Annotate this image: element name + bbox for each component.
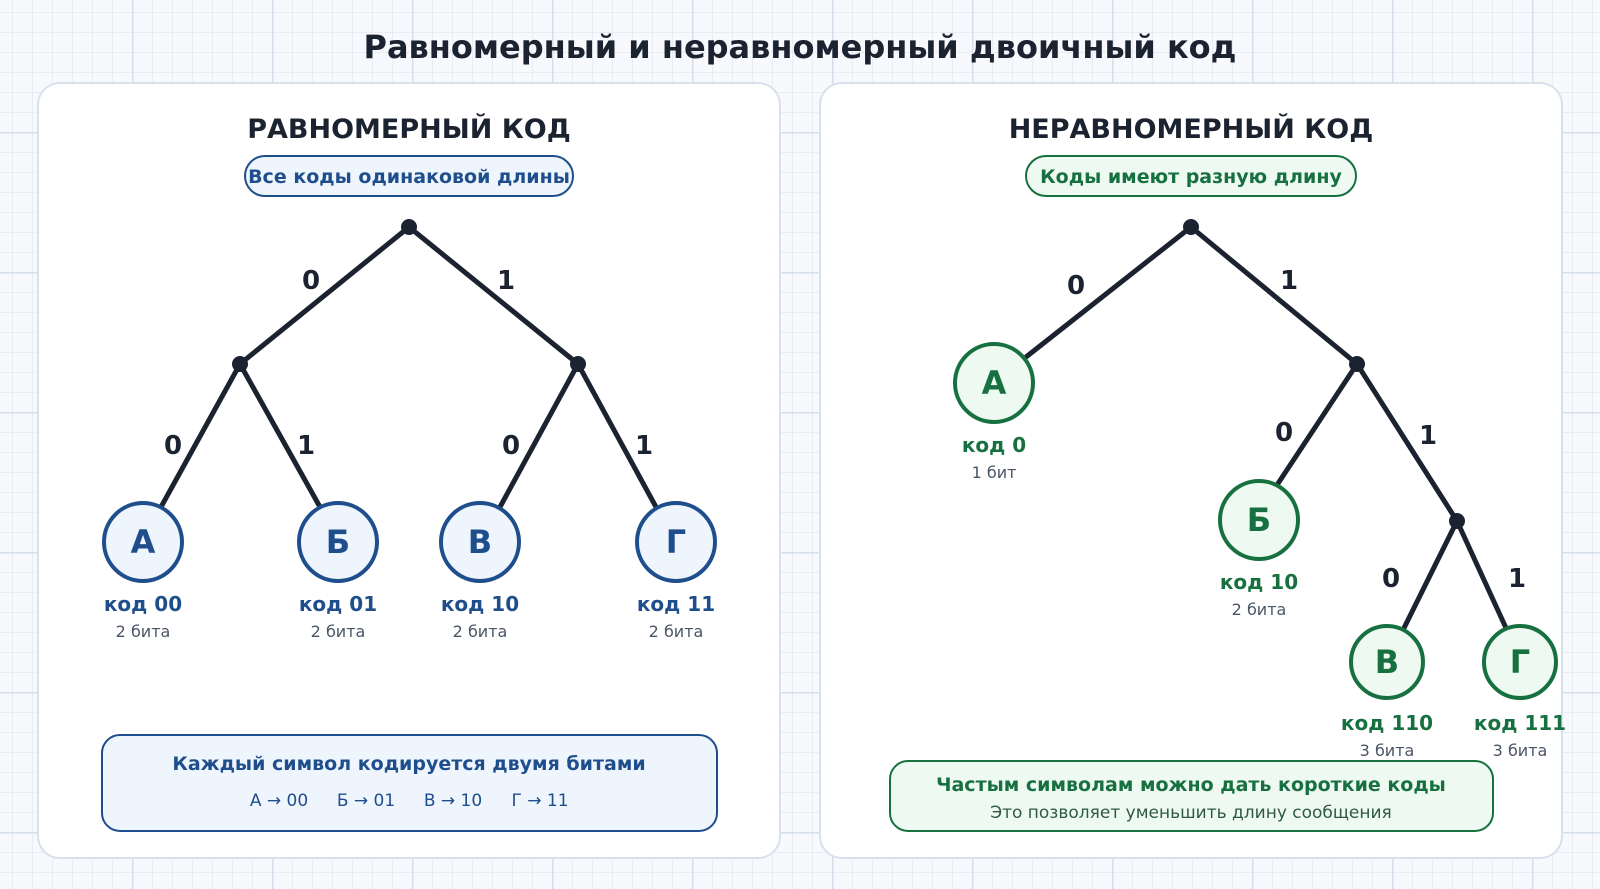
nonuniform-leaf-a-code: код 0 xyxy=(962,433,1026,457)
uniform-leaf-b-bits: 2 бита xyxy=(311,622,366,641)
nonuniform-leaf-g-bits: 3 бита xyxy=(1493,741,1548,760)
uniform-leaf-a-circle xyxy=(102,501,184,583)
uniform-leaf-v: В код 10 2 бита xyxy=(439,501,521,641)
uniform-edge-label-5: 1 xyxy=(635,431,653,461)
nonuniform-edge-g xyxy=(1454,518,1509,631)
nonuniform-leaf-a-bits: 1 бит xyxy=(972,463,1017,482)
nonuniform-leaf-b-bits: 2 бита xyxy=(1232,600,1287,619)
uniform-edge-r-g xyxy=(575,361,659,510)
uniform-leaf-g-code: код 11 xyxy=(637,592,715,616)
uniform-edge-l-b xyxy=(237,361,323,510)
nonuniform-edge-root-right xyxy=(1188,224,1360,367)
nonuniform-leaf-v-letter: В xyxy=(1375,643,1399,681)
nonuniform-leaf-v-code: код 110 xyxy=(1341,711,1433,735)
uniform-edge-root-left xyxy=(237,224,412,367)
uniform-leaf-a-bits: 2 бита xyxy=(116,622,171,641)
uniform-note: Каждый символ кодируется двумя битами А … xyxy=(101,734,718,832)
uniform-leaf-v-code: код 10 xyxy=(441,592,519,616)
uniform-tree: 0 1 0 1 0 1 А код 00 2 бита Б код 01 2 б… xyxy=(102,219,717,641)
uniform-panel: РАВНОМЕРНЫЙ КОД Все коды одинаковой длин… xyxy=(37,82,781,859)
uniform-note-title: Каждый символ кодируется двумя битами xyxy=(172,753,645,775)
uniform-edge-l-a xyxy=(158,361,243,510)
uniform-leaf-a-code: код 00 xyxy=(104,592,182,616)
uniform-mapping-b: Б → 01 xyxy=(337,791,395,811)
nonuniform-leaf-a-letter: А xyxy=(982,364,1007,402)
nonuniform-leaf-b-circle xyxy=(1218,479,1300,561)
nonuniform-pill-text: Коды имеют разную длину xyxy=(1040,166,1342,188)
uniform-mapping-v: В → 10 xyxy=(424,791,482,811)
nonuniform-note-title: Частым символам можно дать короткие коды xyxy=(936,774,1446,796)
nonuniform-leaf-v-bits: 3 бита xyxy=(1360,741,1415,760)
uniform-leaf-b-circle xyxy=(297,501,379,583)
uniform-pill-text: Все коды одинаковой длины xyxy=(248,166,570,188)
uniform-panel-card xyxy=(37,82,781,859)
nonuniform-edge-to-inner xyxy=(1354,361,1460,524)
uniform-edge-label-2: 0 xyxy=(164,431,182,461)
nonuniform-leaf-a: А код 0 1 бит xyxy=(953,342,1035,482)
uniform-leaf-b-code: код 01 xyxy=(299,592,377,616)
uniform-leaf-g-letter: Г xyxy=(666,523,686,561)
uniform-edge-label-3: 1 xyxy=(297,431,315,461)
nonuniform-note: Частым символам можно дать короткие коды… xyxy=(889,760,1494,832)
nonuniform-edge-label-4: 0 xyxy=(1382,564,1400,594)
nonuniform-leaf-b-letter: Б xyxy=(1247,501,1271,539)
nonuniform-edge-root-a xyxy=(1023,224,1194,360)
nonuniform-leaf-v: В код 110 3 бита xyxy=(1341,624,1433,760)
nonuniform-title: НЕРАВНОМЕРНЫЙ КОД xyxy=(1009,113,1374,145)
uniform-leaf-b-letter: Б xyxy=(326,523,350,561)
nonuniform-edge-label-5: 1 xyxy=(1508,564,1526,594)
nonuniform-tree: 0 1 0 1 0 1 А код 0 1 бит Б код 10 2 бит… xyxy=(953,219,1566,760)
uniform-node-right xyxy=(570,356,586,372)
nonuniform-edge-label-0: 0 xyxy=(1067,271,1085,301)
uniform-edge-label-4: 0 xyxy=(502,431,520,461)
nonuniform-leaf-a-circle xyxy=(953,342,1035,424)
main-title: Равномерный и неравномерный двоичный код xyxy=(364,28,1237,66)
uniform-edge-r-v xyxy=(497,361,581,510)
uniform-edge-label-1: 1 xyxy=(497,266,515,296)
uniform-mapping-a: А → 00 xyxy=(250,791,308,811)
nonuniform-panel-card xyxy=(819,82,1563,859)
nonuniform-edge-v xyxy=(1401,518,1460,631)
uniform-pill-box xyxy=(244,155,574,197)
nonuniform-leaf-b-code: код 10 xyxy=(1220,570,1298,594)
nonuniform-leaf-g-code: код 111 xyxy=(1474,711,1566,735)
nonuniform-edge-label-1: 1 xyxy=(1280,266,1298,296)
nonuniform-edge-b xyxy=(1274,361,1360,488)
nonuniform-node-1 xyxy=(1349,356,1365,372)
nonuniform-leaf-b: Б код 10 2 бита xyxy=(1218,479,1300,619)
nonuniform-leaf-g-circle xyxy=(1482,624,1558,700)
uniform-leaf-b: Б код 01 2 бита xyxy=(297,501,379,641)
uniform-node-left xyxy=(232,356,248,372)
uniform-leaf-v-bits: 2 бита xyxy=(453,622,508,641)
nonuniform-leaf-v-circle xyxy=(1349,624,1425,700)
nonuniform-note-subtitle: Это позволяет уменьшить длину сообщения xyxy=(990,803,1392,823)
nonuniform-edge-label-2: 0 xyxy=(1275,418,1293,448)
uniform-leaf-g: Г код 11 2 бита xyxy=(635,501,717,641)
nonuniform-node-11 xyxy=(1449,513,1465,529)
nonuniform-note-box xyxy=(889,760,1494,832)
nonuniform-edge-label-3: 1 xyxy=(1419,421,1437,451)
nonuniform-leaf-g-letter: Г xyxy=(1510,643,1530,681)
uniform-edge-root-right xyxy=(406,224,581,367)
uniform-leaf-g-circle xyxy=(635,501,717,583)
nonuniform-leaf-g: Г код 111 3 бита xyxy=(1474,624,1566,760)
uniform-leaf-v-letter: В xyxy=(468,523,492,561)
uniform-edge-label-0: 0 xyxy=(302,266,320,296)
nonuniform-panel: НЕРАВНОМЕРНЫЙ КОД Коды имеют разную длин… xyxy=(819,82,1566,859)
uniform-root-node xyxy=(401,219,417,235)
uniform-leaf-g-bits: 2 бита xyxy=(649,622,704,641)
uniform-leaf-a-letter: А xyxy=(131,523,156,561)
uniform-leaf-v-circle xyxy=(439,501,521,583)
uniform-note-box xyxy=(101,734,718,832)
nonuniform-root-node xyxy=(1183,219,1199,235)
nonuniform-pill-box xyxy=(1025,155,1357,197)
uniform-leaf-a: А код 00 2 бита xyxy=(102,501,184,641)
uniform-mapping-g: Г → 11 xyxy=(511,791,568,811)
uniform-title: РАВНОМЕРНЫЙ КОД xyxy=(247,113,571,145)
